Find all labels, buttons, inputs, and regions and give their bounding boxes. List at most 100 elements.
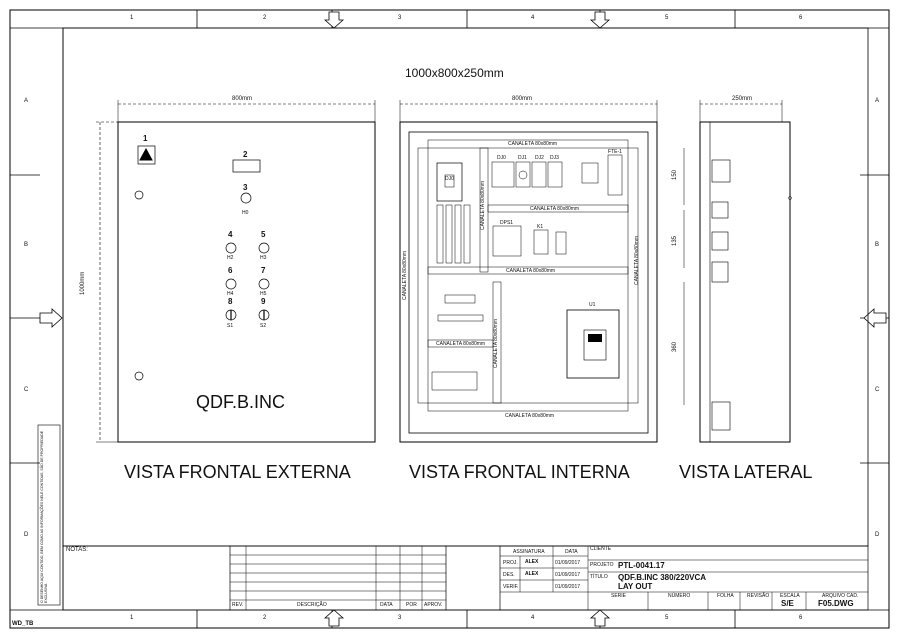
label-external-view: VISTA FRONTAL EXTERNA xyxy=(124,462,351,482)
external-item-9: 9 xyxy=(261,297,266,306)
row-label-left-b: B xyxy=(24,242,29,248)
internal-view xyxy=(399,100,658,443)
title-line-2: LAY OUT xyxy=(618,582,653,591)
rev-header-approv: APROV. xyxy=(424,602,443,608)
canaleta-3: CANALETA 80x80mm xyxy=(506,268,556,274)
titulo-header: TÍTULO xyxy=(590,574,608,580)
numero-header: NÚMERO xyxy=(668,593,691,599)
col-label-top-5: 5 xyxy=(665,15,669,21)
external-switch-s2: S2 xyxy=(260,323,267,329)
col-label-top-6: 6 xyxy=(799,15,803,21)
col-label-bottom-1: 1 xyxy=(130,615,134,621)
external-item-6: 6 xyxy=(228,266,233,275)
external-view xyxy=(96,100,376,443)
col-label-bottom-3: 3 xyxy=(398,615,402,621)
rev-header-desc: DESCRIÇÃO xyxy=(297,602,327,608)
external-height-dim: 1000mm xyxy=(80,271,86,295)
cliente-header: CLIENTE xyxy=(590,546,612,552)
projeto-header: PROJETO xyxy=(590,562,614,568)
lateral-dim-135: 135 xyxy=(672,235,678,246)
col-label-top-4: 4 xyxy=(531,15,535,21)
panel-name: QDF.B.INC xyxy=(196,392,286,412)
breaker-label-0: DJ0 xyxy=(497,155,506,161)
external-lamp-h0: H0 xyxy=(242,210,249,216)
canaleta-mid: CANALETA 80x80mm xyxy=(480,180,486,230)
label-lateral-view: VISTA LATERAL xyxy=(679,462,813,482)
des-label: DES. xyxy=(503,572,515,578)
row-label-left-c: C xyxy=(24,387,29,393)
col-label-bottom-4: 4 xyxy=(531,615,535,621)
lateral-dim-150: 150 xyxy=(672,169,678,180)
rev-header-rev: REV. xyxy=(232,602,244,608)
col-label-bottom-6: 6 xyxy=(799,615,803,621)
canaleta-bottom: CANALETA 80x80mm xyxy=(505,413,555,419)
col-label-top-1: 1 xyxy=(130,15,134,21)
lateral-view xyxy=(683,100,792,443)
lateral-dim-360: 360 xyxy=(672,341,678,352)
corner-tag: WD_TB xyxy=(12,621,34,627)
row-label-right-d: D xyxy=(875,532,880,538)
lateral-width-dim: 250mm xyxy=(732,96,753,102)
rev-header-date: DATA xyxy=(380,602,393,608)
rev-header-by: POR xyxy=(406,602,417,608)
breaker-label-3: DJ3 xyxy=(550,155,559,161)
external-item-3: 3 xyxy=(243,183,248,192)
label-internal-view: VISTA FRONTAL INTERNA xyxy=(409,462,630,482)
breaker-label-1: DJ1 xyxy=(518,155,527,161)
escala-value: S/E xyxy=(781,599,794,608)
notes-label: NOTAS: xyxy=(66,547,88,553)
arquivo-header: ARQUIVO CAD. xyxy=(822,593,859,599)
ftm-label: FTE-1 xyxy=(608,149,622,155)
verif-label: VERIF. xyxy=(503,584,519,590)
dps-label: DPS1 xyxy=(500,220,514,226)
title-block xyxy=(62,545,869,611)
data-header: DATA xyxy=(565,549,578,555)
external-width-dim: 800mm xyxy=(232,96,253,102)
row-label-left-a: A xyxy=(24,98,29,104)
external-lamp-h5: H5 xyxy=(260,291,267,297)
col-label-bottom-5: 5 xyxy=(665,615,669,621)
proj-date: 01/09/2017 xyxy=(555,560,581,566)
escala-header: ESCALA xyxy=(780,593,800,599)
verif-date: 01/09/2017 xyxy=(555,584,581,590)
external-switch-s1: S1 xyxy=(227,323,234,329)
canaleta-right: CANALETA 80x80mm xyxy=(634,235,640,285)
external-item-2: 2 xyxy=(243,150,248,159)
canaleta-left: CANALETA 80x80mm xyxy=(402,250,408,300)
external-lamp-h4: H4 xyxy=(227,291,234,297)
assinatura-header: ASSINATURA xyxy=(513,549,545,555)
folha-header: FOLHA xyxy=(717,593,734,599)
row-label-left-d: D xyxy=(24,532,29,538)
arquivo-value: F05.DWG xyxy=(818,599,854,608)
main-title: 1000x800x250mm xyxy=(405,66,504,80)
col-label-top-3: 3 xyxy=(398,15,402,21)
side-note: O DESENHO AQUI CONTIDO, BEM COMO AS INFO… xyxy=(40,430,48,603)
serie-header: SERIE xyxy=(611,593,627,599)
row-label-right-c: C xyxy=(875,387,880,393)
external-item-8: 8 xyxy=(228,297,233,306)
row-label-right-b: B xyxy=(875,242,880,248)
external-item-1: 1 xyxy=(143,134,148,143)
external-lamp-h3: H3 xyxy=(260,255,267,261)
external-lamp-h2: H2 xyxy=(227,255,234,261)
canaleta-top: CANALETA 80x80mm xyxy=(508,141,558,147)
des-date: 01/09/2017 xyxy=(555,572,581,578)
col-label-bottom-2: 2 xyxy=(263,615,267,621)
external-item-4: 4 xyxy=(228,230,233,239)
breaker-main-label: DJ0 xyxy=(445,176,454,182)
breaker-label-2: DJ2 xyxy=(535,155,544,161)
internal-width-dim: 800mm xyxy=(512,96,533,102)
revisao-header: REVISÃO xyxy=(747,593,770,599)
k1-label: K1 xyxy=(537,224,544,230)
u1-label: U1 xyxy=(589,302,596,308)
canaleta-v2: CANALETA 80x80mm xyxy=(493,318,499,368)
external-item-5: 5 xyxy=(261,230,266,239)
canaleta-4: CANALETA 80x80mm xyxy=(436,341,486,347)
des-by: ALEX xyxy=(525,571,539,577)
row-label-right-a: A xyxy=(875,98,880,104)
proj-by: ALEX xyxy=(525,559,539,565)
proj-label: PROJ. xyxy=(503,560,518,566)
title-line-1: QDF.B.INC 380/220VCA xyxy=(618,573,707,582)
col-label-top-2: 2 xyxy=(263,15,267,21)
